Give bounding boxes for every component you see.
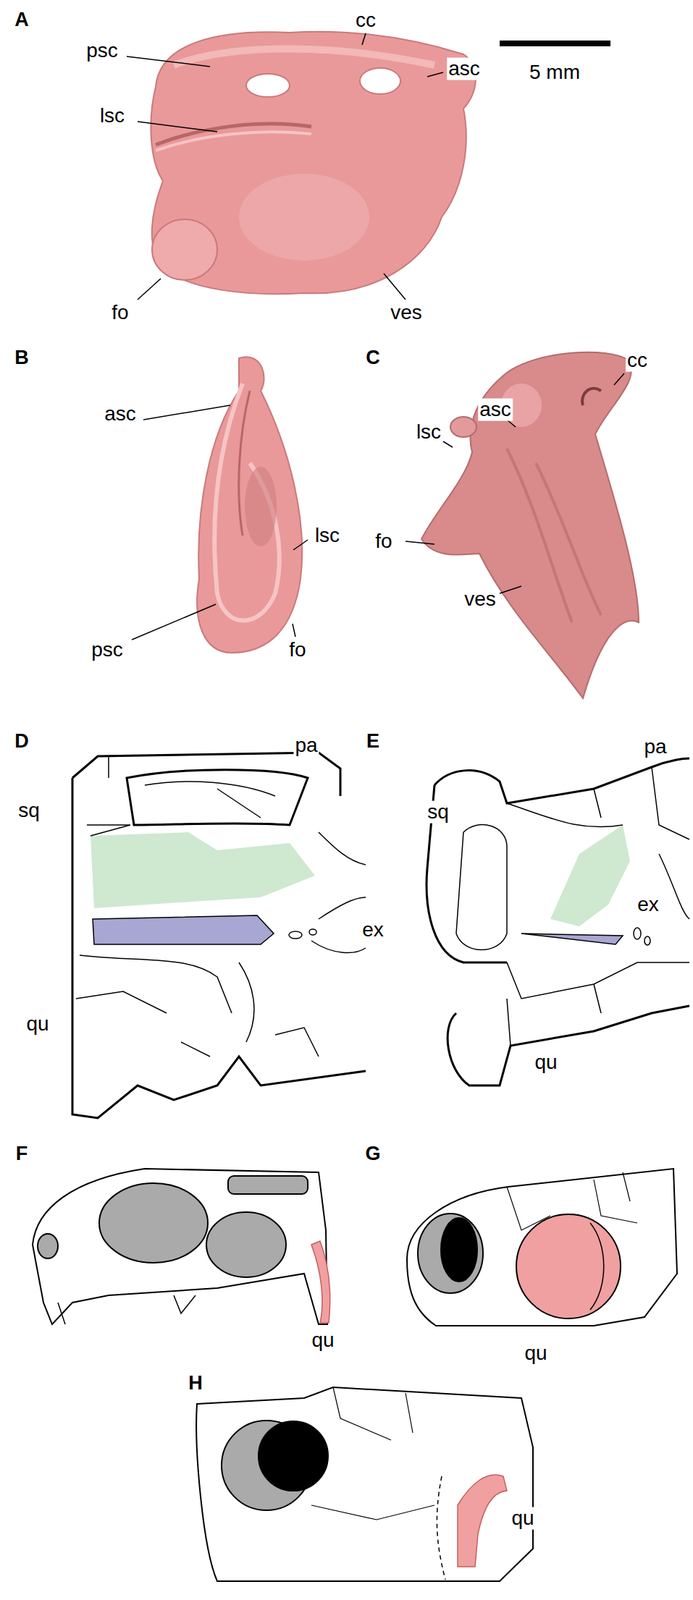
labyrinth-lateral [150,31,476,294]
panel-letter: A [13,9,31,32]
part-label: lsc [414,421,443,444]
part-label: qu [24,1013,50,1037]
part-label: fo [287,639,308,662]
part-label: ves [462,588,498,612]
part-label: cc [625,349,649,373]
panel-letter: F [14,1144,30,1166]
part-label: asc [446,57,482,81]
panel-letter: D [13,731,31,754]
panel-letter: C [364,347,382,370]
part-label: sq [425,801,451,825]
part-label: pa [293,735,319,758]
skull-region-drawing [72,753,366,1119]
leader-lines [126,33,444,300]
panel-letter: E [364,731,381,754]
part-label: ex [635,894,661,917]
part-label: qu [309,1330,336,1353]
panel-letter: G [363,1144,382,1166]
leader-lines [405,373,625,594]
scale-bar [499,40,611,47]
skull-lateral [406,1169,678,1327]
panel-letter: H [186,1373,205,1396]
part-label: qu [532,1052,559,1075]
skull-lateral [196,1388,533,1583]
part-label: qu [509,1508,536,1531]
part-label: lsc [313,525,342,548]
part-label: psc [89,639,125,662]
part-label: lsc [98,105,126,128]
part-label: ves [388,301,424,325]
part-label: qu [522,1343,549,1366]
part-label: fo [110,301,130,325]
part-label: asc [477,399,513,422]
part-label: psc [84,39,120,63]
panel-letter: B [13,347,31,370]
part-label: fo [373,530,394,554]
labyrinth-posterior [196,357,302,654]
part-label: sq [16,800,42,823]
part-label: 5 mm [527,61,582,84]
part-label: ex [360,919,386,943]
leader-lines [131,405,308,641]
part-label: asc [102,403,138,426]
part-label: cc [354,9,378,32]
labyrinth-anterior [421,352,639,699]
part-label: pa [642,736,668,759]
skull-lateral [32,1169,331,1326]
skull-region-drawing [426,758,690,1087]
